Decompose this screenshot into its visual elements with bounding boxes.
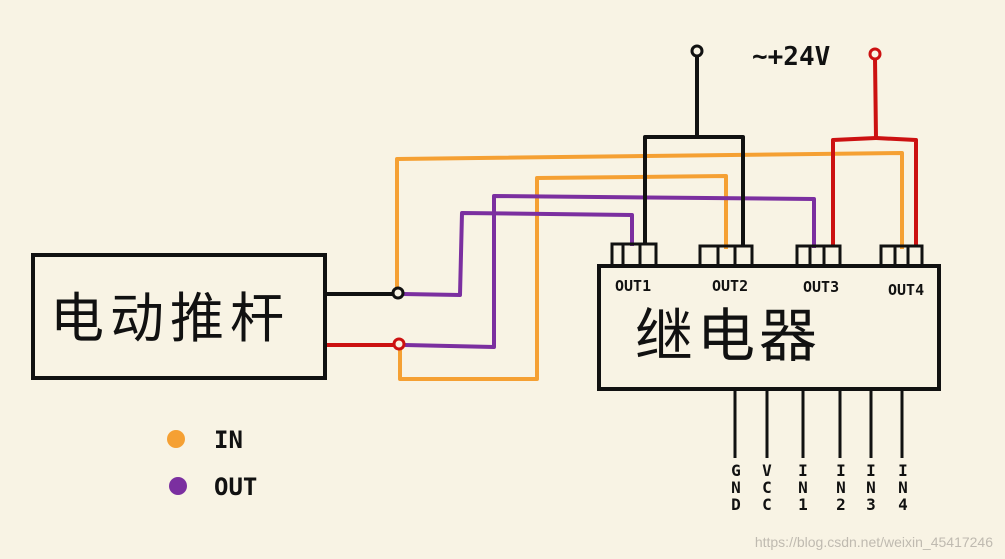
- voltage-label: ~+24V: [752, 42, 830, 72]
- relay-box: [597, 264, 941, 391]
- orange-wire-bottom: [398, 174, 728, 381]
- legend-out-swatch: [169, 477, 187, 495]
- legend: IN OUT: [167, 426, 257, 501]
- out1-terminal-block: [610, 242, 658, 268]
- out3-label: OUT3: [803, 278, 839, 296]
- legend-in-label: IN: [214, 426, 243, 454]
- out3-terminal-block: [795, 244, 842, 268]
- orange-wire-top: [395, 151, 904, 289]
- orange-wires: [395, 151, 904, 381]
- supply-24v-terminal: [868, 47, 882, 61]
- black-wires: [326, 44, 745, 296]
- out4-label: OUT4: [888, 281, 924, 299]
- purple-wire-top: [402, 211, 634, 297]
- purple-wires: [402, 194, 816, 349]
- supply-red-wire-branch: [875, 136, 918, 246]
- red-wires: [327, 47, 918, 347]
- relay-pins: [733, 389, 904, 458]
- supply-red-wire: [831, 57, 878, 246]
- actuator-label: 电动推杆: [50, 287, 290, 350]
- legend-in-swatch: [167, 430, 185, 448]
- purple-wire-bottom: [404, 194, 816, 349]
- out4-terminal-block: [879, 244, 924, 268]
- legend-out-label: OUT: [214, 473, 257, 501]
- relay-terminals: [610, 242, 924, 268]
- out2-label: OUT2: [712, 277, 748, 295]
- out2-terminal-block: [698, 244, 754, 268]
- lead-terminal-red: [392, 337, 406, 351]
- relay-label: 继电器: [635, 302, 821, 370]
- actuator-box: [31, 253, 327, 380]
- common-terminal: [690, 44, 704, 58]
- lead-terminal-black: [391, 286, 405, 300]
- watermark: https://blog.csdn.net/weixin_45417246: [755, 534, 993, 550]
- common-wire-loop: [643, 135, 745, 247]
- out1-label: OUT1: [615, 277, 651, 295]
